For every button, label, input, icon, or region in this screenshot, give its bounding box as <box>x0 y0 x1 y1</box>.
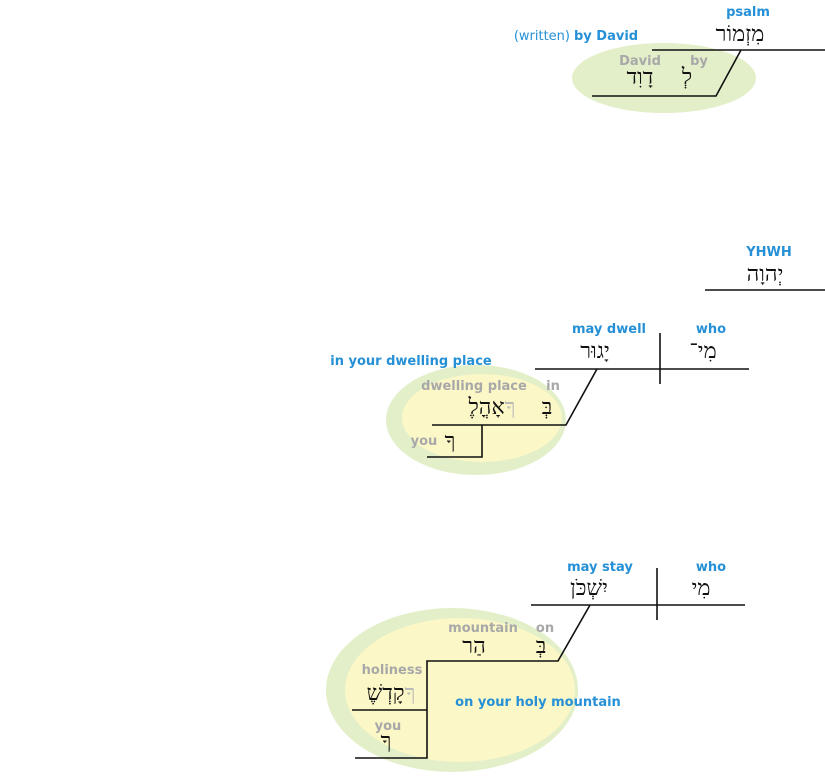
phrase-highlight-inner <box>402 374 562 462</box>
possessor-line <box>427 425 483 458</box>
modifier-suffix-faded: ךָ <box>405 681 416 706</box>
noun-hebrew: מִזְמוֹר <box>716 22 765 47</box>
possessor-gloss: you <box>411 434 438 449</box>
object-hebrew: הַר <box>462 634 485 659</box>
vocative-hebrew: יְהוָה <box>747 262 784 287</box>
noun-gloss: psalm <box>726 5 770 20</box>
object-stem: אָהֳלֶ <box>468 395 505 420</box>
object-gloss: David <box>619 54 661 69</box>
vocative-gloss: YHWH <box>745 245 792 260</box>
modifier-hebrew: ךָקָדְשֶׁ <box>367 681 416 706</box>
subject-gloss: who <box>696 560 726 575</box>
prep-hebrew: בְּ <box>536 634 547 659</box>
phrase-highlight-inner <box>345 618 575 762</box>
subject-gloss: who <box>696 322 726 337</box>
clause-1: psalm מִזְמוֹר (written) by David by לְ … <box>514 5 825 113</box>
possessor-hebrew: ךָ <box>381 729 392 754</box>
subject-hebrew: מִי־ <box>689 339 716 364</box>
object-hebrew: דָוִד <box>627 65 654 90</box>
prep-line <box>432 368 598 426</box>
modifier-stem: קָדְשֶׁ <box>367 681 405 706</box>
clause-2: who מִי־ may dwell יָגוּר in your dwelli… <box>330 322 749 475</box>
phrase-highlight <box>572 43 756 113</box>
phrase-gloss: in your dwelling place <box>330 354 492 369</box>
verb-hebrew: יִשְׁכֹּן <box>570 576 608 601</box>
prep-hebrew: בְּ <box>542 395 553 420</box>
object-gloss: mountain <box>448 621 518 636</box>
clause-3: who מִי may stay יִשְׁכֹּן on בְּ mounta… <box>326 560 745 772</box>
prep-gloss: on <box>536 621 554 636</box>
prep-gloss: by <box>690 54 708 69</box>
possessor-gloss: you <box>375 719 402 734</box>
phrase-gloss: by David <box>574 29 638 44</box>
verb-hebrew: יָגוּר <box>580 339 609 364</box>
prep-line <box>355 604 591 759</box>
prep-hebrew: לְ <box>681 65 692 90</box>
object-suffix-faded: ךָ <box>505 395 516 420</box>
object-gloss: dwelling place <box>421 379 527 394</box>
prep-gloss: in <box>546 379 560 394</box>
prep-line <box>592 49 742 97</box>
possessor-hebrew: ךָ <box>445 429 456 454</box>
subject-hebrew: מִי <box>692 576 711 601</box>
phrase-gloss: on your holy mountain <box>455 695 621 710</box>
phrase-gloss-prefix: (written) <box>514 29 570 44</box>
object-hebrew: ךָאָהֳלֶ <box>468 395 516 420</box>
modifier-gloss: holiness <box>362 663 423 678</box>
verb-gloss: may dwell <box>572 322 646 337</box>
vocative: YHWH יְהוָה <box>705 245 825 291</box>
verb-gloss: may stay <box>567 560 633 575</box>
